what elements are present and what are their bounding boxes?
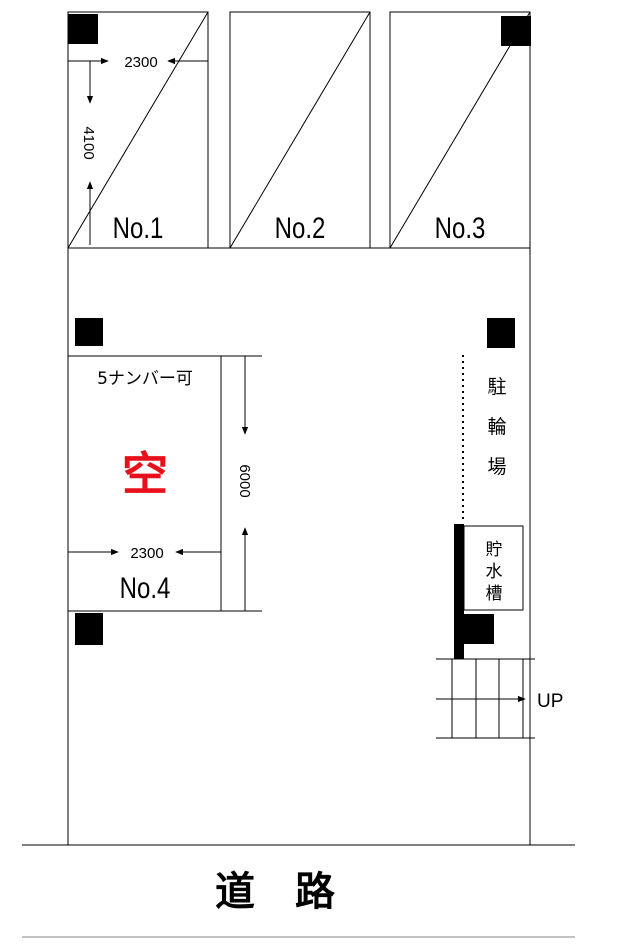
water-tank-char-3: 槽 <box>486 584 503 604</box>
parking-space-3: No.3 <box>389 11 531 249</box>
space-1-width: 2300 <box>124 54 157 71</box>
pillar <box>75 318 103 346</box>
bicycle-parking: 駐 輪 場 <box>462 355 507 522</box>
space-2-label: No.2 <box>275 210 326 244</box>
lot-boundary <box>67 12 531 845</box>
space-1-length: 4100 <box>80 126 97 159</box>
water-tank: 貯 水 槽 <box>454 524 524 659</box>
water-tank-char-2: 水 <box>486 562 503 582</box>
water-tank-char-1: 貯 <box>486 540 503 560</box>
parking-space-1: No.1 <box>67 11 209 249</box>
space-4-length: 6000 <box>236 464 253 497</box>
pillar <box>75 613 103 645</box>
space-4-vacancy-status: 空 <box>122 447 168 501</box>
pillar <box>501 16 531 46</box>
space-3-label: No.3 <box>435 210 486 244</box>
pillar <box>487 318 515 348</box>
road-label: 道 路 <box>215 869 336 915</box>
road: 道 路 <box>22 844 575 938</box>
bicycle-parking-char-1: 駐 <box>487 376 506 398</box>
stairs: UP <box>436 658 563 739</box>
parking-space-2: No.2 <box>229 11 371 249</box>
space-1-label: No.1 <box>113 210 164 244</box>
stairs-up-label: UP <box>537 691 563 712</box>
parking-space-4: 5ナンバー可 空 No.4 <box>67 355 222 612</box>
bicycle-parking-char-3: 場 <box>487 456 506 478</box>
space-4-label: No.4 <box>120 570 171 604</box>
bicycle-parking-char-2: 輪 <box>487 416 506 438</box>
space-4-dimensions: 2300 6000 <box>68 355 262 612</box>
pillar <box>68 14 98 44</box>
space-1-dimensions: 2300 4100 <box>68 54 208 245</box>
space-4-note: 5ナンバー可 <box>97 369 193 389</box>
space-4-width: 2300 <box>130 545 163 562</box>
